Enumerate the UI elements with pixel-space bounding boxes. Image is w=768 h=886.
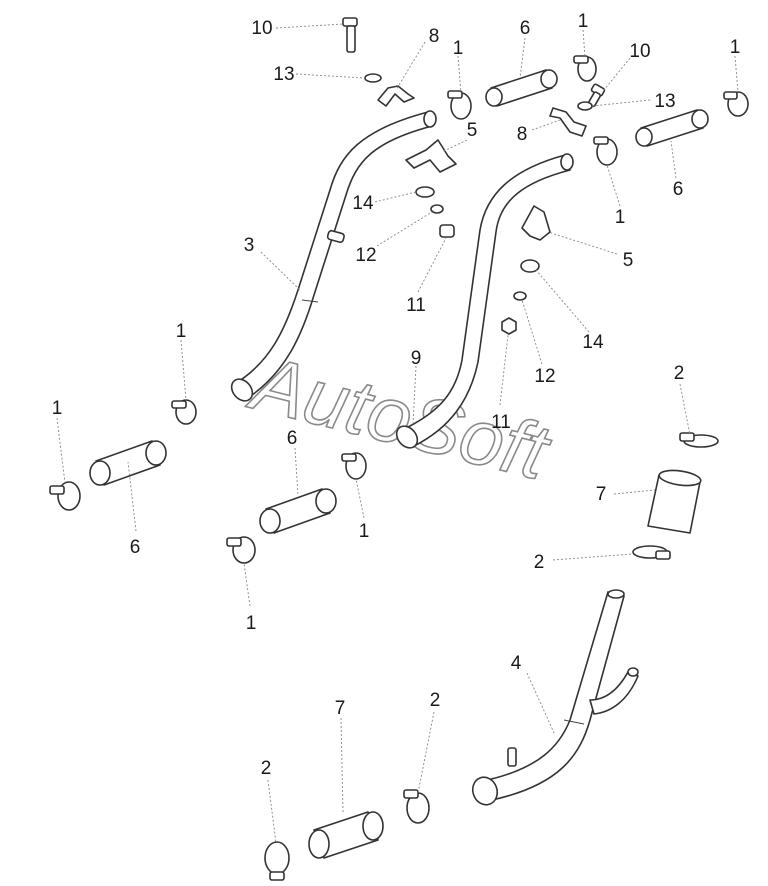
callout-1: 1 <box>52 398 63 419</box>
callout-13: 13 <box>654 91 675 112</box>
hose-6-top-middle <box>485 69 558 107</box>
washer-13-a <box>364 73 382 83</box>
callout-14: 14 <box>582 332 604 353</box>
callout-2: 2 <box>430 690 441 711</box>
hose-6-lower-middle <box>259 488 337 534</box>
clamp-1-f <box>49 481 81 511</box>
clamp-1-d <box>593 136 618 166</box>
callout-11: 11 <box>491 412 511 433</box>
callout-1: 1 <box>176 321 187 342</box>
callout-1: 1 <box>615 207 626 228</box>
hose-6-top-right <box>635 109 709 147</box>
callout-13: 13 <box>273 64 294 85</box>
bracket-5-a <box>405 139 457 173</box>
nut-11-b <box>501 317 517 335</box>
callout-1: 1 <box>730 37 741 58</box>
callout-6: 6 <box>130 537 141 558</box>
callout-9: 9 <box>411 348 422 369</box>
callout-1: 1 <box>246 613 257 634</box>
washer-13-b <box>577 101 593 111</box>
callout-7: 7 <box>596 484 607 505</box>
clamp-1-h <box>226 536 256 564</box>
callout-5: 5 <box>623 250 634 271</box>
callout-3: 3 <box>244 235 255 256</box>
callout-2: 2 <box>674 363 685 384</box>
nut-11-a <box>439 224 455 238</box>
callout-5: 5 <box>467 120 478 141</box>
washer-14-a <box>415 186 435 198</box>
callout-labels: 10 8 13 1 6 1 10 1 13 8 5 1 6 14 12 3 5 … <box>52 11 741 779</box>
clamp-2-d <box>264 841 290 881</box>
pipe-3 <box>230 110 437 402</box>
clamp-1-b <box>573 55 597 82</box>
callout-1: 1 <box>453 38 464 59</box>
callout-7: 7 <box>335 698 346 719</box>
lockwasher-12-a <box>430 204 444 214</box>
callout-6: 6 <box>287 428 298 449</box>
clamp-2-b <box>632 545 671 560</box>
clamp-1-a <box>447 90 472 120</box>
callout-12: 12 <box>534 366 555 387</box>
clamp-1-g <box>341 452 367 480</box>
callout-10: 10 <box>251 18 272 39</box>
bracket-8-a <box>377 85 415 107</box>
callout-8: 8 <box>517 124 528 145</box>
watermark: AutoSoft <box>241 337 560 497</box>
callout-1: 1 <box>359 521 370 542</box>
callout-14: 14 <box>352 193 374 214</box>
pipe-9 <box>395 153 574 449</box>
callout-4: 4 <box>511 653 522 674</box>
callout-1: 1 <box>578 11 589 32</box>
clamp-2-c <box>403 789 430 824</box>
clamp-1-e <box>171 399 197 425</box>
callout-2: 2 <box>534 552 545 573</box>
callout-11: 11 <box>406 295 426 316</box>
bolt-10-a <box>342 17 358 53</box>
leader-lines <box>56 23 739 844</box>
callout-6: 6 <box>673 179 684 200</box>
clamp-1-c <box>723 91 749 117</box>
clamp-2-a <box>679 432 719 448</box>
callout-2: 2 <box>261 758 272 779</box>
callout-10: 10 <box>629 41 650 62</box>
bracket-8-b <box>549 107 587 137</box>
callout-8: 8 <box>429 26 440 47</box>
callout-12: 12 <box>355 245 376 266</box>
washer-14-b <box>520 259 540 273</box>
hose-7-lower <box>308 811 384 859</box>
pipe-4 <box>471 589 639 806</box>
bracket-5-b <box>521 205 551 241</box>
lockwasher-12-b <box>513 291 527 301</box>
callout-6: 6 <box>520 18 531 39</box>
hose-7-upper <box>647 469 702 534</box>
